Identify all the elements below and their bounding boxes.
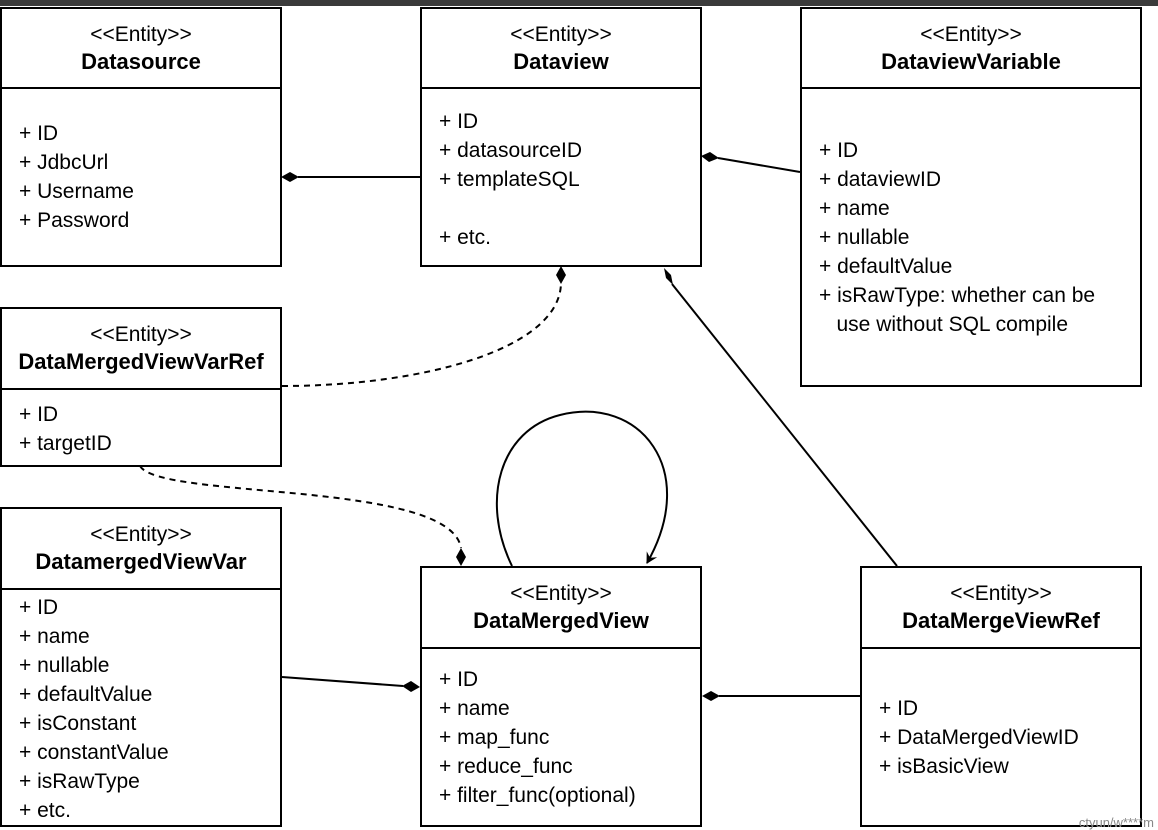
entity-dataview-variable[interactable]: <<Entity>> DataviewVariable + ID + datav… — [800, 7, 1142, 387]
attribute: + isBasicView — [879, 755, 1009, 778]
entity-datamerged-view-var[interactable]: <<Entity>> DatamergedViewVar + ID + name… — [0, 507, 282, 827]
attribute: + ID — [19, 596, 59, 619]
attribute: + ID — [19, 403, 59, 426]
connector-mergedview-self — [495, 410, 668, 567]
entity-name: DataMergedView — [473, 608, 649, 633]
attribute: + nullable — [819, 226, 910, 249]
attribute: + ID — [879, 697, 919, 720]
attribute: + defaultValue — [819, 255, 953, 278]
diamond-mergedview-right — [702, 691, 720, 701]
diamond-datasource — [281, 172, 299, 182]
diamond-mergedview-left — [402, 681, 420, 692]
attribute: + isConstant — [19, 712, 137, 735]
attribute: + constantValue — [19, 741, 169, 764]
attribute: + JdbcUrl — [19, 151, 109, 174]
attribute: + Password — [19, 209, 130, 232]
attribute: + dataviewID — [819, 168, 941, 191]
attribute: + etc. — [19, 799, 71, 822]
diamond-dataview-bottom — [556, 266, 566, 284]
entity-name: DatamergedViewVar — [35, 549, 247, 574]
attribute: + name — [439, 697, 510, 720]
attribute: + isRawType: whether can be — [819, 284, 1096, 307]
entity-name: DataMergedViewVarRef — [18, 349, 264, 374]
attribute: + reduce_func — [439, 755, 573, 778]
attribute-spacer — [439, 194, 700, 223]
stereotype-label: <<Entity>> — [510, 22, 612, 46]
attribute: + ID — [19, 122, 59, 145]
connector-varref-dataview — [281, 282, 562, 387]
attribute: + name — [819, 197, 890, 220]
attribute: + nullable — [19, 654, 110, 677]
diamond-mergedview-top — [456, 548, 466, 566]
attribute: + targetID — [19, 432, 112, 455]
attribute: + ID — [439, 668, 479, 691]
attribute: + name — [19, 625, 90, 648]
stereotype-label: <<Entity>> — [510, 582, 612, 605]
stereotype-label: <<Entity>> — [950, 582, 1052, 605]
attribute: + filter_func(optional) — [439, 784, 636, 807]
connector-var-mergedview — [281, 676, 404, 687]
attribute: + Username — [19, 180, 134, 203]
stereotype-label: <<Entity>> — [90, 323, 192, 346]
entity-data-merged-view[interactable]: <<Entity>> DataMergedView + ID + name + … — [420, 566, 702, 827]
attribute: + ID — [819, 139, 859, 162]
attribute-continuation: use without SQL compile — [819, 313, 1069, 336]
connector-variable-dataview — [717, 157, 801, 173]
diamond-dataview-bottom-right — [664, 268, 673, 285]
attribute: + datasourceID — [439, 139, 583, 162]
entity-data-merged-view-var-ref[interactable]: <<Entity>> DataMergedViewVarRef + ID + t… — [0, 307, 282, 467]
entity-data-merge-view-ref[interactable]: <<Entity>> DataMergeViewRef + ID + DataM… — [860, 566, 1142, 827]
attribute: + defaultValue — [19, 683, 153, 706]
attribute: + isRawType — [19, 770, 140, 793]
entity-name: Dataview — [513, 48, 609, 74]
stereotype-label: <<Entity>> — [920, 22, 1022, 46]
window-top-bar — [0, 0, 1158, 6]
connector-mergeviewref-dataview — [671, 283, 898, 567]
diamond-dataview-right — [701, 152, 719, 162]
stereotype-label: <<Entity>> — [90, 22, 192, 46]
connector-varref-mergedview — [139, 465, 462, 549]
entity-dataview[interactable]: <<Entity>> Dataview + ID + datasourceID … — [420, 7, 702, 267]
attribute: + DataMergedViewID — [879, 726, 1079, 749]
attribute: + ID — [439, 110, 479, 133]
attribute: + templateSQL — [439, 168, 580, 191]
entity-datasource[interactable]: <<Entity>> Datasource + ID + JdbcUrl + U… — [0, 7, 282, 267]
stereotype-label: <<Entity>> — [90, 523, 192, 546]
entity-name: Datasource — [81, 48, 201, 74]
attribute: + etc. — [439, 226, 491, 249]
attribute: + map_func — [439, 726, 550, 749]
entity-name: DataviewVariable — [881, 48, 1061, 74]
entity-name: DataMergeViewRef — [902, 608, 1100, 633]
watermark: ctyun/w****m — [1078, 815, 1154, 830]
